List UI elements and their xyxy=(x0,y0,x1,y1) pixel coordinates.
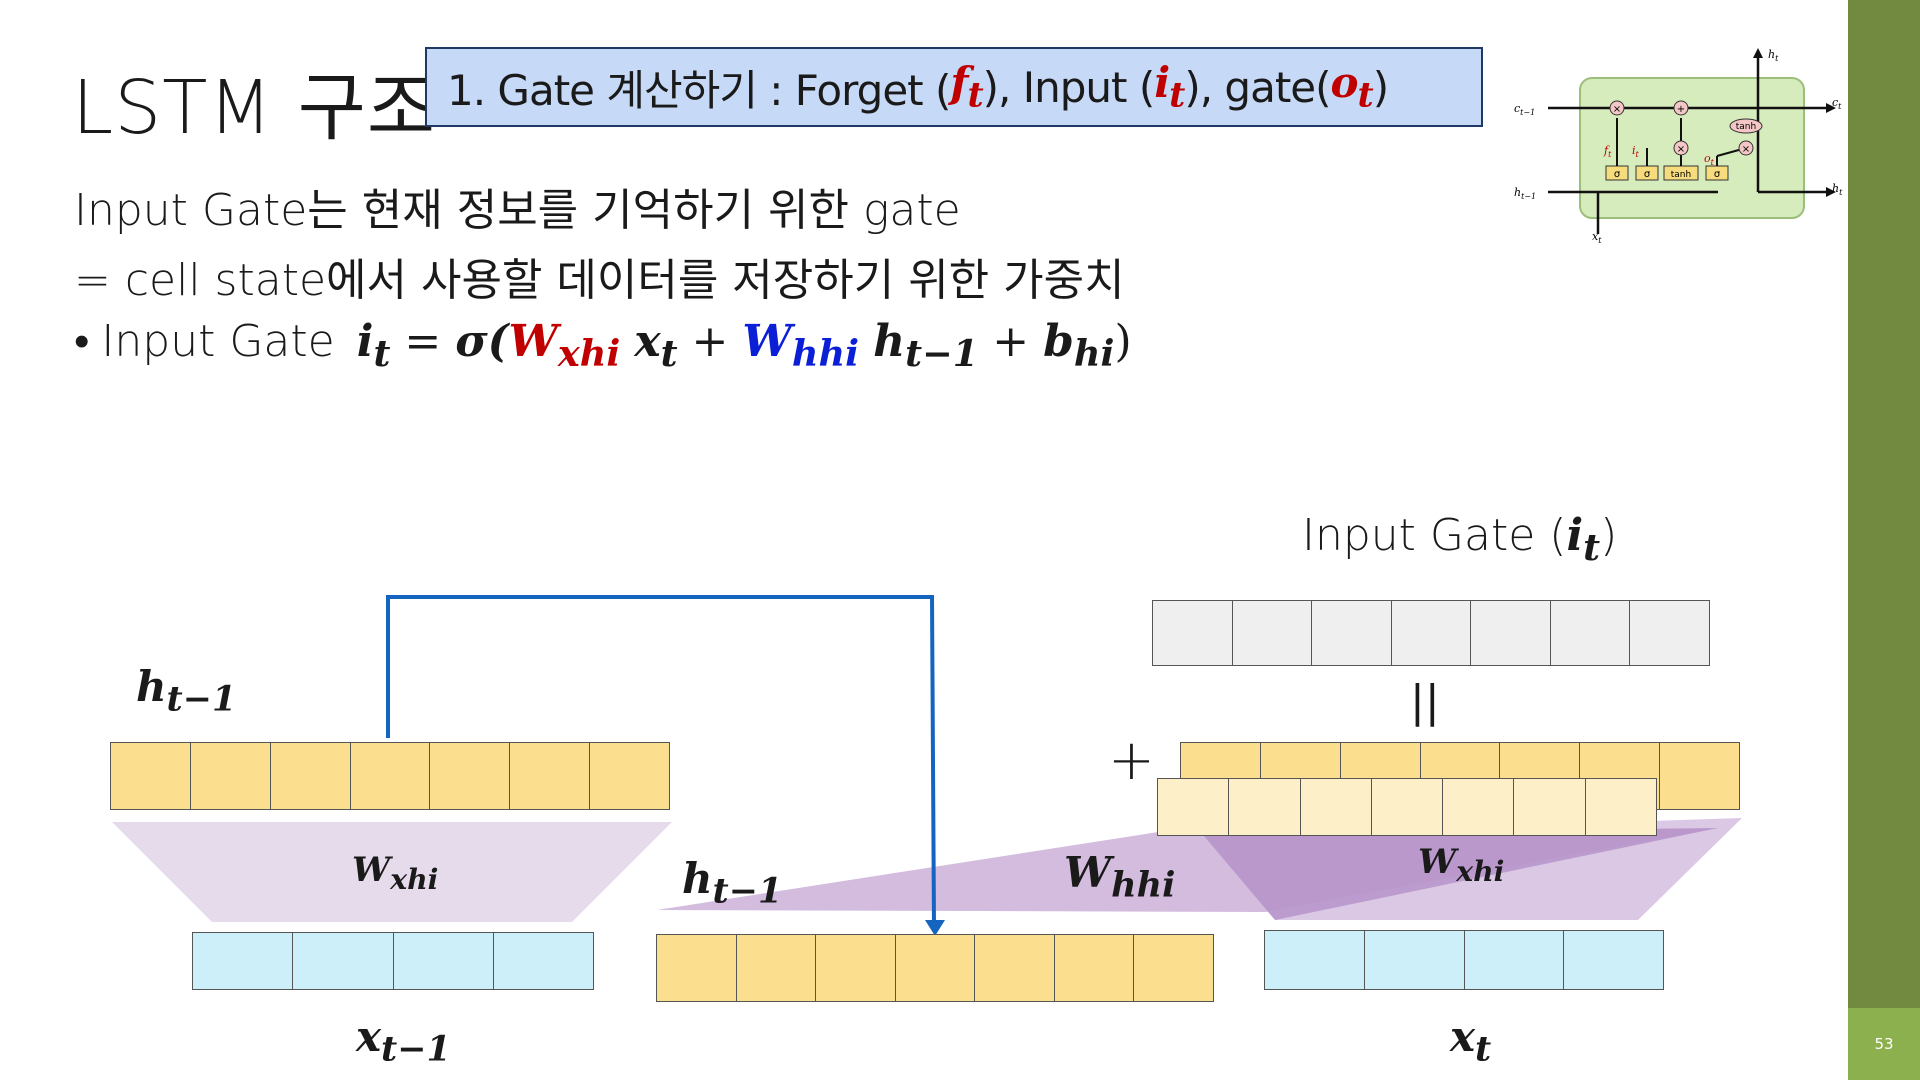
wh-product-vector xyxy=(1157,778,1657,836)
recurrent-arrow xyxy=(386,595,936,929)
h-prev-vector-middle xyxy=(656,934,1214,1002)
projection-overlap xyxy=(1204,828,1718,920)
w-xhi-left-projection xyxy=(112,822,672,922)
svg-text:σ: σ xyxy=(1614,169,1621,180)
svg-text:ht−1: ht−1 xyxy=(1514,186,1536,201)
body-line-1: Input Gate는 현재 정보를 기억하기 위한 gate xyxy=(74,185,961,236)
svg-text:σ: σ xyxy=(1714,169,1721,180)
equals-sign: || xyxy=(1410,676,1440,727)
slide-title: LSTM 구조 xyxy=(72,65,436,151)
subtitle-mid1: ), Input ( xyxy=(982,62,1156,112)
subtitle-prefix: 1. Gate 계산하기 : Forget ( xyxy=(447,65,951,115)
svg-text:×: × xyxy=(1742,144,1750,155)
input-gate-formula: • Input Gate it = σ(Wxhi xt + Whhi ht−1 … xyxy=(74,316,1132,375)
w-xhi-label-right: Wxhi xyxy=(1418,842,1505,888)
svg-text:ct: ct xyxy=(1832,96,1842,111)
subtitle-mid2: ), gate( xyxy=(1184,62,1331,112)
body-line-2: = cell state에서 사용할 데이터를 저장하기 위한 가중치 xyxy=(74,255,1125,306)
x-prev-label: xt−1 xyxy=(356,1012,451,1070)
subtitle-suffix: ) xyxy=(1372,62,1389,112)
sidebar-band xyxy=(1848,0,1920,1080)
forget-gate-symbol: ft xyxy=(950,58,983,116)
svg-text:ht: ht xyxy=(1832,182,1843,197)
x-cur-vector xyxy=(1264,930,1664,990)
output-gate-symbol: ot xyxy=(1330,58,1374,116)
plus-sign: + xyxy=(1108,728,1155,793)
input-gate-symbol: it xyxy=(1154,58,1185,116)
h-prev-vector-left xyxy=(110,742,670,810)
svg-text:ht: ht xyxy=(1768,48,1779,63)
svg-text:it: it xyxy=(1632,144,1640,159)
page-number: 53 xyxy=(1848,1008,1920,1080)
svg-text:tanh: tanh xyxy=(1671,170,1691,180)
h-prev-label-middle: ht−1 xyxy=(682,854,783,912)
svg-text:ft: ft xyxy=(1603,144,1612,159)
h-prev-label-left: ht−1 xyxy=(136,662,237,720)
input-gate-output-vector xyxy=(1152,600,1710,666)
x-cur-label: xt xyxy=(1450,1012,1492,1070)
svg-text:σ: σ xyxy=(1644,169,1651,180)
svg-text:xt: xt xyxy=(1592,230,1602,245)
input-gate-output-label: Input Gate (it) xyxy=(1302,510,1618,569)
bullet-marker: • xyxy=(74,316,90,367)
x-prev-vector xyxy=(192,932,594,990)
svg-text:tanh: tanh xyxy=(1736,122,1756,132)
w-xhi-label-left: Wxhi xyxy=(352,850,439,896)
formula-body: it = σ(Wxhi xt + Whhi ht−1 + bhi) xyxy=(356,316,1132,375)
recurrent-arrow-head xyxy=(925,920,945,936)
svg-text:+: + xyxy=(1677,104,1685,115)
lstm-cell-thumbnail: × + × × tanh σ σ tanh σ ft it ot ct−1 ct… xyxy=(1514,48,1843,245)
svg-text:×: × xyxy=(1613,104,1621,115)
svg-text:×: × xyxy=(1677,144,1685,155)
svg-text:ot: ot xyxy=(1704,152,1715,167)
subtitle-box: 1. Gate 계산하기 : Forget (ft), Input (it), … xyxy=(425,47,1483,127)
svg-text:ct−1: ct−1 xyxy=(1514,102,1535,117)
w-hhi-label: Whhi xyxy=(1064,848,1176,906)
bullet-label: Input Gate xyxy=(101,316,335,367)
